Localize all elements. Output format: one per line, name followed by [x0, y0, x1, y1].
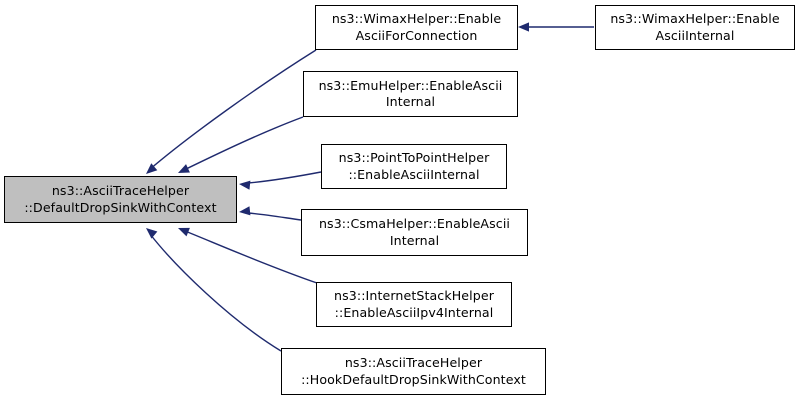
node-label: ns3::AsciiTraceHelper ::HookDefaultDropS… — [301, 355, 526, 387]
node-focus[interactable]: ns3::AsciiTraceHelper ::DefaultDropSinkW… — [4, 176, 237, 223]
node-label: ns3::CsmaHelper::EnableAscii Internal — [318, 216, 511, 248]
arrowhead-icon — [239, 180, 251, 190]
node-emu_enable_ascii_internal[interactable]: ns3::EmuHelper::EnableAscii Internal — [303, 71, 518, 117]
edge-wimax-connection-to-focus — [146, 49, 317, 174]
node-label: ns3::WimaxHelper::Enable AsciiInternal — [610, 11, 780, 43]
node-wimax_enable_ascii_internal[interactable]: ns3::WimaxHelper::Enable AsciiInternal — [595, 5, 795, 50]
node-point_to_point_enable_ascii_internal[interactable]: ns3::PointToPointHelper ::EnableAsciiInt… — [321, 144, 507, 189]
edge-internet-stack-to-focus — [178, 227, 318, 284]
node-csma_enable_ascii_internal[interactable]: ns3::CsmaHelper::EnableAscii Internal — [301, 209, 528, 256]
node-label: ns3::PointToPointHelper ::EnableAsciiInt… — [338, 150, 490, 182]
arrowhead-icon — [178, 227, 190, 237]
node-internet_stack_enable_ascii_ipv4_internal[interactable]: ns3::InternetStackHelper ::EnableAsciiIp… — [316, 282, 512, 327]
node-label: ns3::InternetStackHelper ::EnableAsciiIp… — [334, 288, 494, 320]
edge-p2p-to-focus — [239, 171, 322, 190]
node-wimax_enable_ascii_for_connection[interactable]: ns3::WimaxHelper::Enable AsciiForConnect… — [315, 5, 518, 50]
node-label: ns3::EmuHelper::EnableAscii Internal — [318, 77, 503, 109]
node-label: ns3::AsciiTraceHelper ::DefaultDropSinkW… — [24, 183, 217, 215]
edge-wimax-internal-to-connection — [518, 22, 594, 32]
arrowhead-icon — [239, 206, 251, 216]
edge-line — [148, 49, 317, 171]
edge-line — [149, 233, 282, 352]
arrowhead-icon — [146, 228, 158, 239]
edge-csma-to-focus — [239, 206, 302, 221]
edge-hook-default-drop-sink-to-focus — [146, 228, 282, 352]
arrowhead-icon — [518, 22, 529, 32]
edge-line — [247, 171, 322, 184]
edge-line — [183, 116, 304, 171]
node-label: ns3::WimaxHelper::Enable AsciiForConnect… — [331, 11, 502, 43]
edge-line — [184, 230, 318, 284]
node-ascii_trace_hook_default_drop_sink[interactable]: ns3::AsciiTraceHelper ::HookDefaultDropS… — [281, 348, 546, 395]
edge-line — [247, 212, 302, 221]
edge-emu-to-focus — [178, 116, 304, 173]
